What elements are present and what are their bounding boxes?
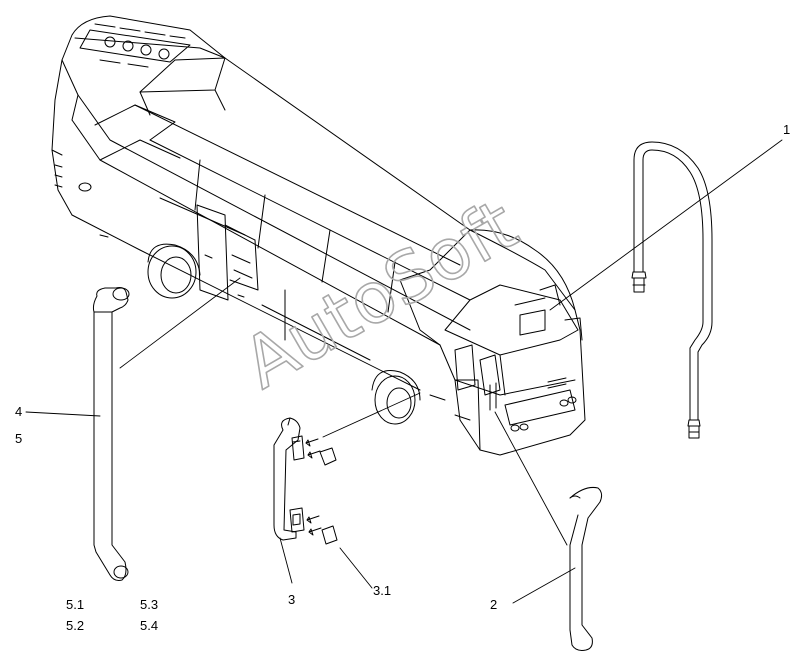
leader-4-bus — [119, 277, 241, 369]
part-3-handle — [273, 417, 338, 545]
callout-5-2: 5.2 — [66, 618, 85, 633]
callout-2: 2 — [490, 597, 498, 612]
watermark-autosoft: AutoSoft — [229, 183, 532, 406]
leader-2-upper — [494, 411, 568, 546]
leader-3-bus — [322, 392, 421, 438]
callout-5: 5 — [15, 431, 23, 446]
callout-5-3: 5.3 — [140, 597, 159, 612]
part-4-tube — [92, 287, 130, 581]
leader-3-1 — [339, 547, 373, 589]
watermark-text: AutoSoft — [230, 183, 531, 404]
bus-illustration — [51, 15, 586, 456]
part-1-pipe — [631, 141, 713, 439]
leader-4 — [25, 411, 101, 417]
leader-2 — [512, 567, 576, 604]
callout-4: 4 — [15, 404, 23, 419]
leader-1 — [549, 139, 783, 311]
leader-lines — [25, 139, 783, 604]
callout-3: 3 — [288, 592, 296, 607]
callout-1: 1 — [783, 122, 791, 137]
callout-5-1: 5.1 — [66, 597, 85, 612]
callout-3-1: 3.1 — [373, 583, 392, 598]
part-2-hose — [569, 487, 603, 651]
callout-5-4: 5.4 — [140, 618, 159, 633]
leader-3 — [279, 537, 293, 584]
